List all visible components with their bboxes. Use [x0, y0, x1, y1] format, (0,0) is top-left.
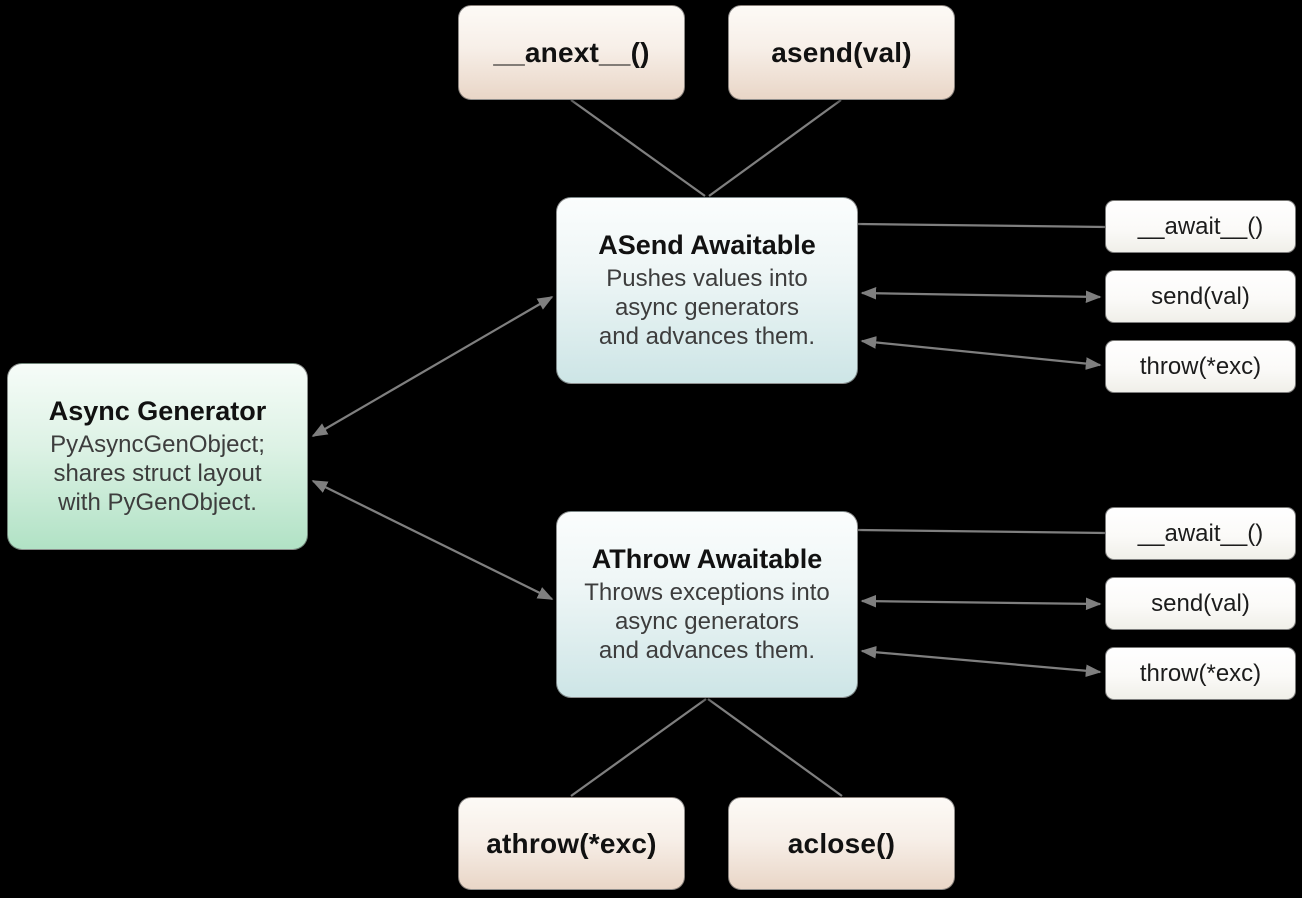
asend-awaitable-description-line: and advances them. [598, 323, 816, 350]
async-generator-title: Async Generator [48, 396, 267, 426]
connector-asend-await [857, 222, 1107, 229]
connector-anext-to-asend-awaitable [570, 99, 706, 197]
node-async-generator: Async Generator PyAsyncGenObject; shares… [7, 363, 308, 550]
athrow-awaitable-description-line: and advances them. [598, 637, 816, 664]
asend-protocol-throw-label: throw(*exc) [1139, 352, 1262, 380]
athrow-awaitable-description: Throws exceptions into async generators … [584, 578, 829, 665]
athrow-protocol-throw-label: throw(*exc) [1139, 659, 1262, 687]
node-aclose-method: aclose() [728, 797, 955, 890]
connector-athrow-await [857, 528, 1107, 535]
async-generator-description: PyAsyncGenObject; shares struct layout w… [50, 430, 265, 517]
connector-athrow-awaitable-to-aclose [707, 698, 843, 797]
asend-awaitable-description-line: async generators [614, 294, 800, 321]
anext-method-label: __anext__() [493, 36, 650, 68]
athrow-method-label: athrow(*exc) [486, 827, 657, 859]
athrow-awaitable-title: AThrow Awaitable [591, 544, 823, 574]
athrow-awaitable-description-line: async generators [614, 608, 800, 635]
node-athrow-method: athrow(*exc) [458, 797, 685, 890]
async-generator-description-line: shares struct layout [53, 460, 262, 487]
asend-awaitable-title: ASend Awaitable [598, 230, 816, 260]
node-athrow-protocol-await: __await__() [1105, 507, 1296, 560]
asend-awaitable-description-line: Pushes values into [606, 265, 808, 292]
connector-asend-send [860, 286, 1102, 304]
athrow-awaitable-description-line: Throws exceptions into [584, 579, 830, 606]
node-asend-protocol-await: __await__() [1105, 200, 1296, 253]
asend-protocol-await-label: __await__() [1137, 212, 1264, 240]
asend-method-label: asend(val) [771, 36, 912, 68]
connector-asend-to-asend-awaitable [708, 99, 842, 197]
connector-asyncgen-athrow-awaitable [311, 479, 554, 601]
athrow-protocol-await-label: __await__() [1137, 519, 1264, 547]
node-athrow-protocol-throw: throw(*exc) [1105, 647, 1296, 700]
connector-athrow-awaitable-to-athrow [570, 698, 707, 797]
connector-athrow-send [860, 594, 1102, 611]
node-asend-method: asend(val) [728, 5, 955, 100]
athrow-protocol-send-label: send(val) [1151, 589, 1250, 617]
node-asend-awaitable: ASend Awaitable Pushes values into async… [556, 197, 858, 384]
node-asend-protocol-send: send(val) [1105, 270, 1296, 323]
connector-asyncgen-asend-awaitable [311, 296, 554, 437]
async-generator-description-line: with PyGenObject. [58, 489, 257, 516]
asend-protocol-send-label: send(val) [1151, 282, 1250, 310]
async-generator-description-line: PyAsyncGenObject; [50, 431, 265, 458]
node-anext-method: __anext__() [458, 5, 685, 100]
node-asend-protocol-throw: throw(*exc) [1105, 340, 1296, 393]
connector-asend-throw [860, 336, 1102, 370]
node-athrow-protocol-send: send(val) [1105, 577, 1296, 630]
aclose-method-label: aclose() [787, 827, 896, 859]
asend-awaitable-description: Pushes values into async generators and … [599, 264, 815, 351]
node-athrow-awaitable: AThrow Awaitable Throws exceptions into … [556, 511, 858, 698]
connector-athrow-throw [860, 645, 1102, 678]
